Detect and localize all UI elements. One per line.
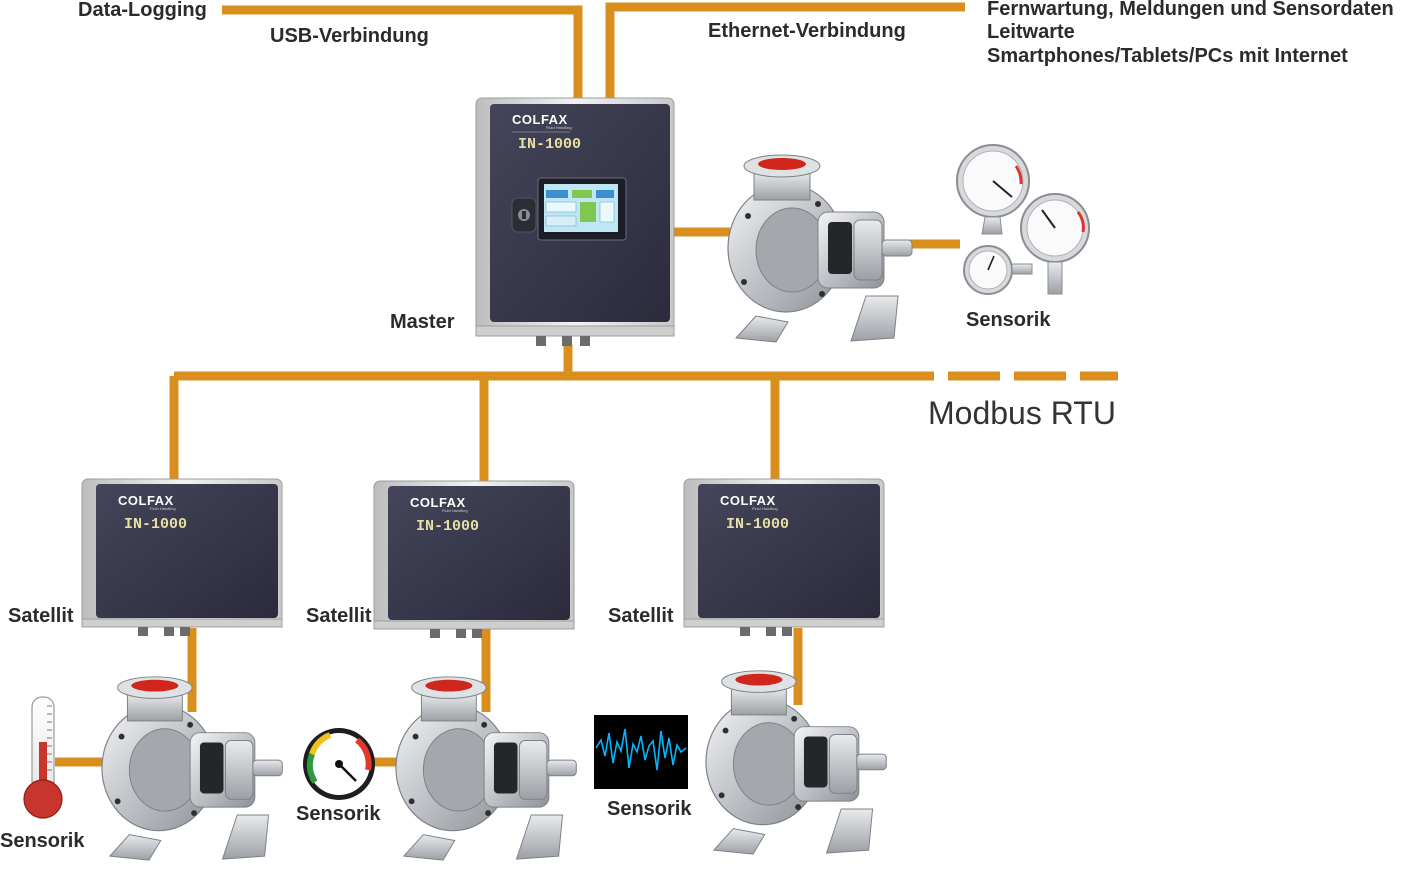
label-satellit-3: Satellit bbox=[608, 605, 674, 627]
label-remote-line-3: Smartphones/Tablets/PCs mit Internet bbox=[987, 45, 1348, 67]
label-sensorik-master: Sensorik bbox=[966, 309, 1051, 331]
wire-usb bbox=[222, 5, 583, 100]
satellit-2-model: IN-1000 bbox=[416, 518, 479, 535]
wire-ethernet bbox=[605, 2, 965, 100]
satellit-1-brand: COLFAX bbox=[118, 493, 174, 508]
label-remote-line-2: Leitwarte bbox=[987, 21, 1075, 43]
satellit-3-model: IN-1000 bbox=[726, 516, 789, 533]
label-modbus: Modbus RTU bbox=[928, 395, 1116, 431]
label-remote-line-1: Fernwartung, Meldungen und Sensordaten bbox=[987, 0, 1394, 20]
master-brand-sub: Fluid Handling bbox=[546, 125, 572, 130]
label-data-logging: Data-Logging bbox=[78, 0, 207, 21]
label-usb: USB-Verbindung bbox=[270, 25, 429, 47]
satellit-3-brand-sub: Fluid Handling bbox=[752, 506, 778, 511]
label-satellit-2: Satellit bbox=[306, 605, 372, 627]
satellit-2-brand: COLFAX bbox=[410, 495, 466, 510]
master-pump bbox=[727, 154, 913, 343]
label-satellit-1: Satellit bbox=[8, 605, 74, 627]
key-lock-icon bbox=[511, 197, 537, 233]
satellit-cabinet-1: COLFAX Fluid Handling IN-1000 bbox=[81, 478, 283, 637]
master-cabinet: COLFAX Fluid Handling IN-1000 bbox=[475, 97, 675, 346]
satellit-cabinet-2: COLFAX Fluid Handling IN-1000 bbox=[373, 480, 575, 639]
master-model: IN-1000 bbox=[518, 136, 581, 153]
label-sensorik-1: Sensorik bbox=[0, 830, 85, 852]
satellit-2-brand-sub: Fluid Handling bbox=[442, 508, 468, 513]
satellit-3-brand: COLFAX bbox=[720, 493, 776, 508]
label-sensorik-2: Sensorik bbox=[296, 803, 381, 825]
label-ethernet: Ethernet-Verbindung bbox=[708, 20, 906, 42]
satellit-1-model: IN-1000 bbox=[124, 516, 187, 533]
label-master: Master bbox=[390, 311, 455, 333]
satellit-cabinet-3: COLFAX Fluid Handling IN-1000 bbox=[683, 478, 885, 637]
touchscreen-display bbox=[537, 177, 627, 241]
pressure-gauge-icon bbox=[303, 728, 375, 800]
master-brand: COLFAX bbox=[512, 112, 568, 127]
wiring bbox=[55, 2, 1118, 767]
satellit-1-brand-sub: Fluid Handling bbox=[150, 506, 176, 511]
manometer-icon bbox=[956, 144, 1090, 295]
label-sensorik-3: Sensorik bbox=[607, 798, 692, 820]
oscilloscope-icon bbox=[594, 715, 688, 789]
thermometer-icon bbox=[23, 696, 63, 819]
